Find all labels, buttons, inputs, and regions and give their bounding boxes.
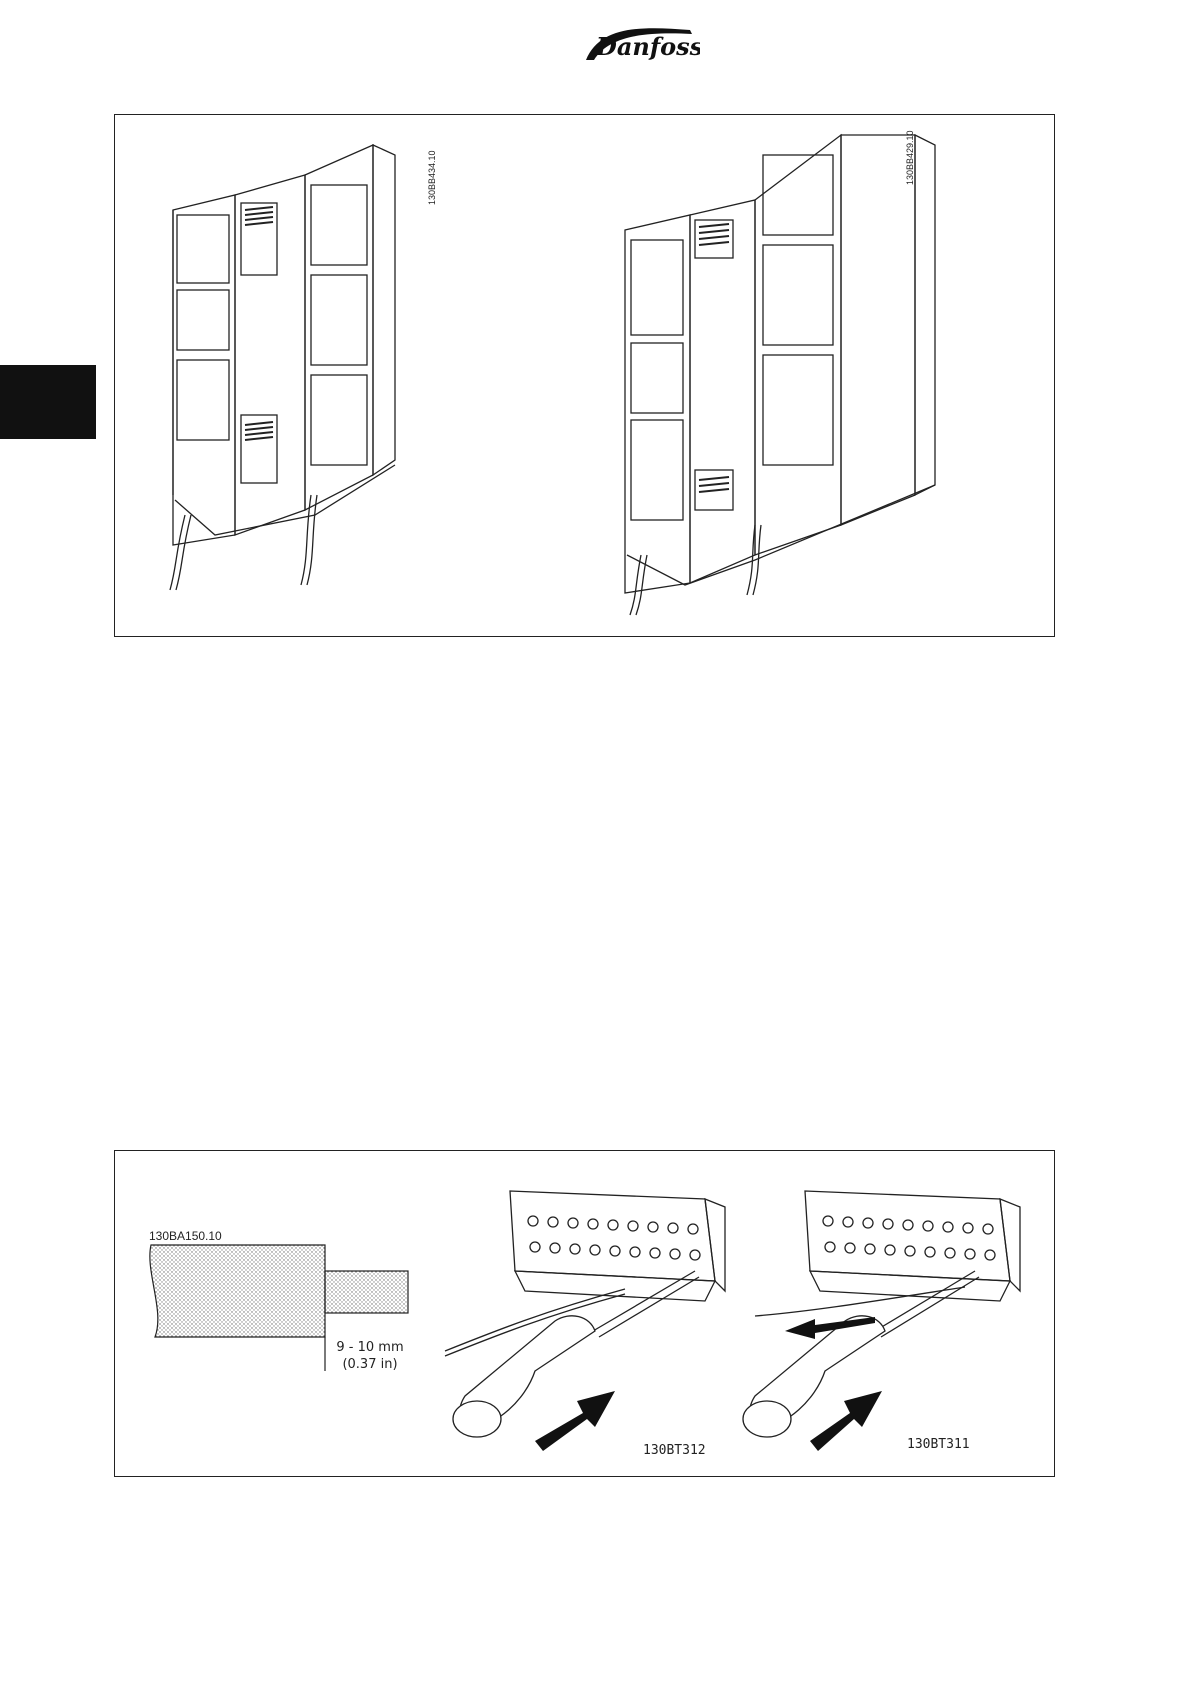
left-cabinet-drawing	[169, 143, 396, 591]
push-arrow	[810, 1391, 882, 1451]
right-cabinet-drawing	[624, 133, 936, 616]
strip-length-label: 9 - 10 mm (0.37 in)	[330, 1339, 410, 1373]
danfoss-logo: Danfoss	[586, 28, 700, 61]
cabinet-illustrations	[169, 133, 936, 616]
svg-text:Danfoss: Danfoss	[595, 32, 700, 61]
strip-drawing-code: 130BA150.10	[149, 1229, 222, 1243]
remove-arrow	[785, 1317, 875, 1339]
cabinet-figure: 130BB434.10 130BB429.10	[114, 114, 1055, 637]
chapter-tab	[0, 365, 96, 439]
right-drawing-code: 130BB429.10	[905, 130, 915, 185]
strip-length-mm: 9 - 10 mm	[336, 1340, 404, 1355]
terminal-remove-drawing	[742, 1190, 1021, 1438]
remove-drawing-code: 130BT311	[907, 1437, 970, 1452]
left-drawing-code: 130BB434.10	[427, 150, 437, 205]
insert-drawing-code: 130BT312	[643, 1443, 706, 1458]
terminal-wiring-figure: 130BA150.10 9 - 10 mm (0.37 in) 130BT312…	[114, 1150, 1055, 1477]
terminal-wiring-illustrations	[149, 1190, 1021, 1451]
wire-strip-drawing	[149, 1244, 409, 1371]
terminal-insert-drawing	[444, 1190, 726, 1438]
insert-arrow	[535, 1391, 615, 1451]
strip-length-in: (0.37 in)	[342, 1357, 398, 1372]
